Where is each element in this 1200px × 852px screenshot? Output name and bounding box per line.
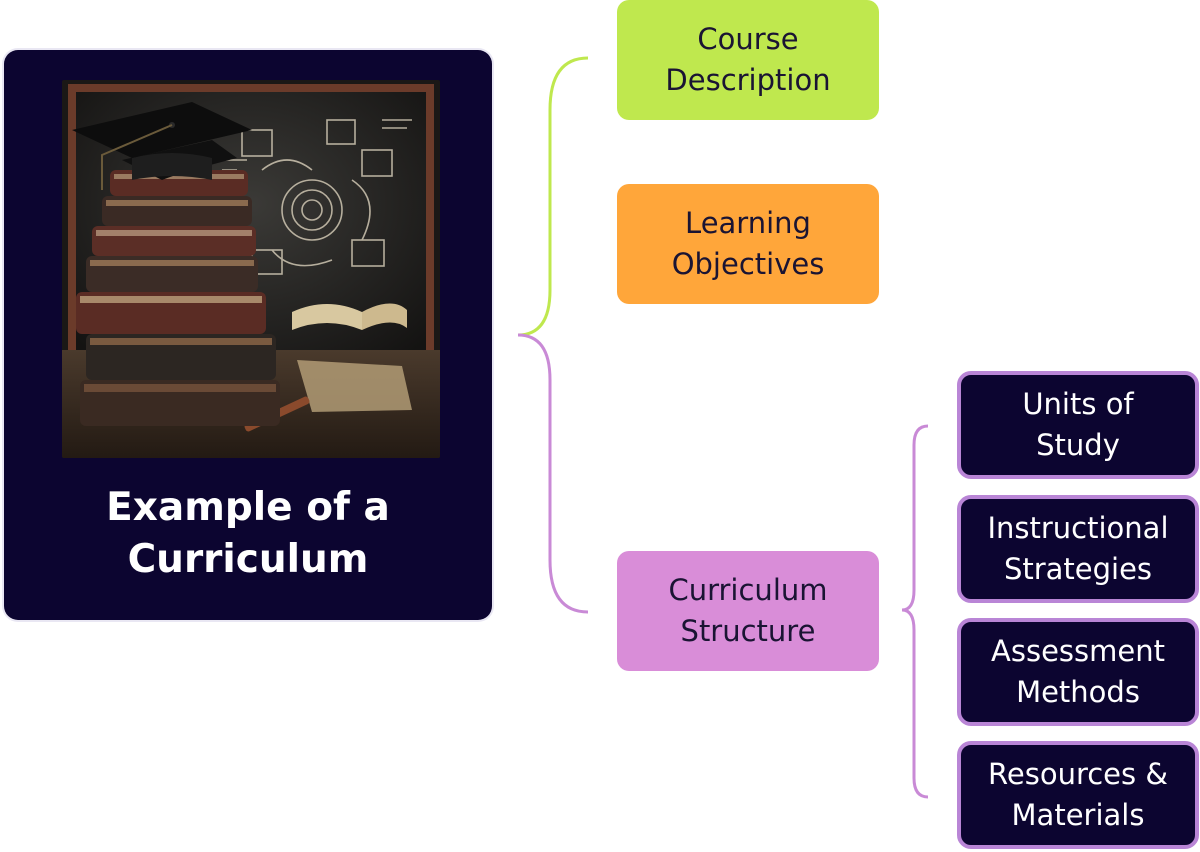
assessment-methods-node: Assessment Methods bbox=[957, 618, 1199, 726]
learning-objectives-label: Learning Objectives bbox=[671, 206, 825, 281]
course-description-node: Course Description bbox=[617, 0, 879, 120]
bracket-upper bbox=[517, 56, 589, 337]
instructional-strategies-label: Instructional Strategies bbox=[987, 511, 1169, 586]
learning-objectives-node: Learning Objectives bbox=[617, 184, 879, 304]
sub-bracket bbox=[901, 424, 929, 799]
bracket-lower bbox=[517, 333, 589, 614]
units-of-study-label: Units of Study bbox=[1022, 387, 1134, 462]
graduation-cap-books-illustration-icon bbox=[62, 80, 440, 458]
curriculum-structure-node: Curriculum Structure bbox=[617, 551, 879, 671]
resources-materials-node: Resources & Materials bbox=[957, 741, 1199, 849]
central-topic-card: Example of a Curriculum bbox=[4, 50, 492, 620]
assessment-methods-label: Assessment Methods bbox=[991, 634, 1165, 709]
units-of-study-node: Units of Study bbox=[957, 371, 1199, 479]
course-description-label: Course Description bbox=[665, 22, 831, 97]
resources-materials-label: Resources & Materials bbox=[988, 757, 1168, 832]
instructional-strategies-node: Instructional Strategies bbox=[957, 495, 1199, 603]
central-topic-title: Example of a Curriculum bbox=[106, 485, 390, 582]
curriculum-structure-label: Curriculum Structure bbox=[668, 573, 828, 648]
